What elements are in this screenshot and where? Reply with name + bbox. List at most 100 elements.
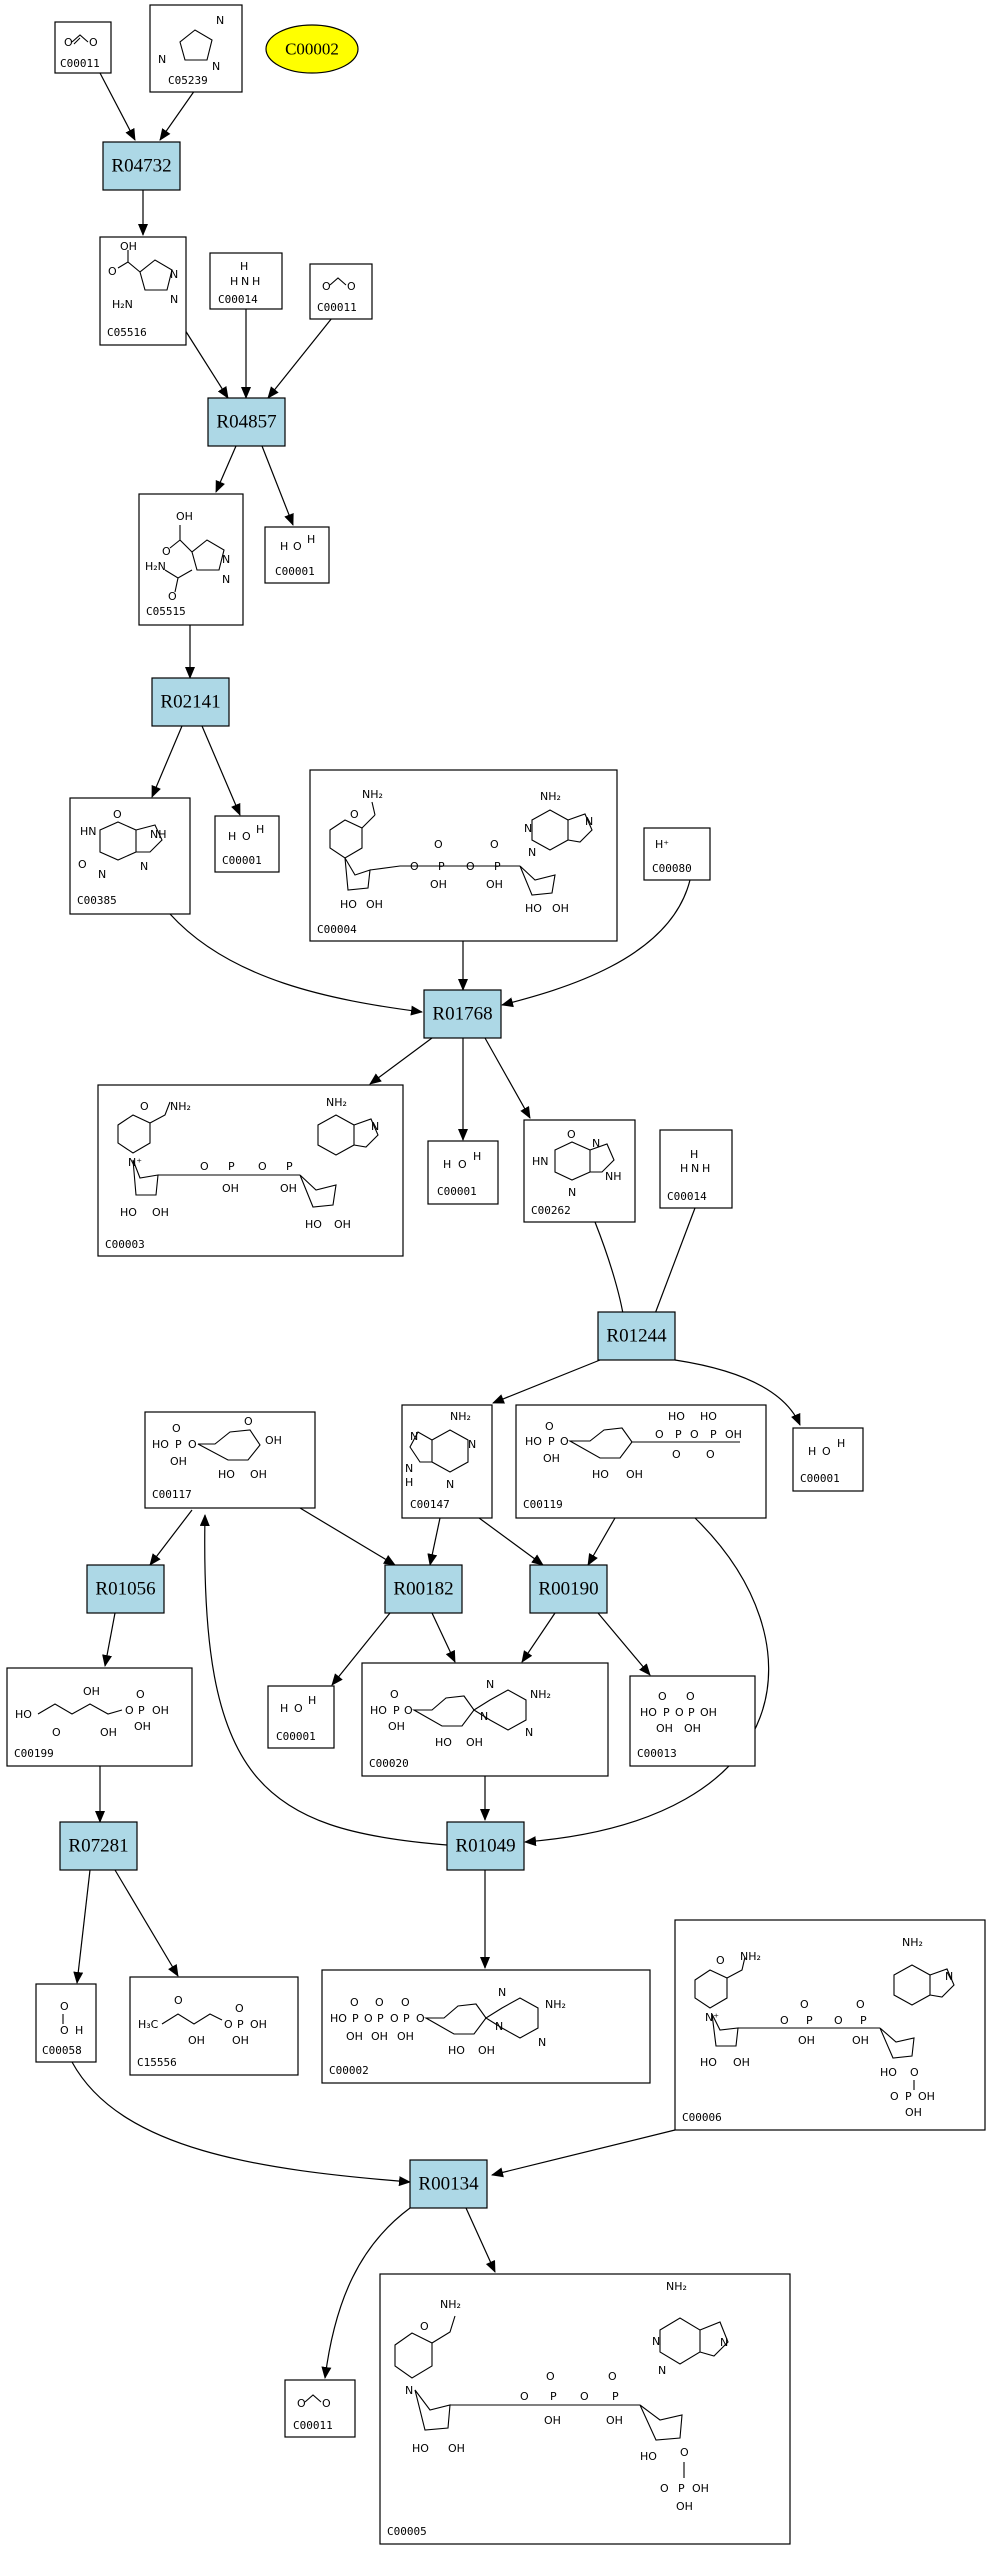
svg-text:H: H (240, 260, 248, 273)
reaction-r00134[interactable]: R00134 (409, 2159, 488, 2209)
compound-label: C00001 (800, 1472, 840, 1485)
compound-label: C00011 (60, 57, 100, 70)
reaction-r00182[interactable]: R00182 (384, 1564, 463, 1614)
compound-c00262[interactable]: OHN NNH N C00262 (523, 1119, 636, 1223)
svg-text:O: O (416, 2012, 425, 2025)
compound-c05239[interactable]: NNN C05239 (149, 4, 243, 93)
edge-r00134-c00005 (465, 2207, 496, 2273)
svg-text:H⁺: H⁺ (655, 838, 669, 851)
edge-r01244-c00147 (492, 1359, 601, 1404)
svg-text:N: N (592, 1137, 600, 1150)
svg-text:OH: OH (852, 2034, 869, 2047)
svg-text:O: O (560, 1435, 569, 1448)
svg-text:O: O (60, 2024, 69, 2037)
svg-text:OH: OH (265, 1434, 282, 1447)
svg-text:N: N (652, 2335, 660, 2348)
svg-text:H₃C: H₃C (138, 2018, 159, 2031)
svg-text:H: H (230, 275, 238, 288)
compound-c00385[interactable]: OHN ON NHN C00385 (69, 797, 191, 915)
svg-text:P: P (286, 1160, 293, 1173)
svg-text:O: O (686, 1690, 695, 1703)
svg-text:P: P (438, 860, 445, 873)
reaction-r01049[interactable]: R01049 (446, 1821, 525, 1871)
reaction-r01244[interactable]: R01244 (597, 1311, 676, 1361)
edge-c00262-r01244 (594, 1221, 629, 1328)
svg-text:OH: OH (280, 1182, 297, 1195)
svg-text:O: O (434, 838, 443, 851)
svg-text:OH: OH (700, 1706, 717, 1719)
svg-text:O: O (834, 2014, 843, 2027)
svg-text:O: O (140, 1100, 149, 1113)
reaction-r07281[interactable]: R07281 (59, 1821, 138, 1871)
svg-text:O: O (680, 2446, 689, 2459)
svg-text:H: H (75, 2024, 83, 2037)
svg-text:N: N (212, 60, 220, 73)
svg-text:OH: OH (250, 2018, 267, 2031)
svg-text:O: O (258, 1160, 267, 1173)
svg-text:H: H (405, 1476, 413, 1489)
svg-text:N: N (222, 573, 230, 586)
svg-text:HO: HO (152, 1438, 169, 1451)
compound-c00080[interactable]: H⁺ C00080 (643, 827, 711, 881)
reaction-r04857[interactable]: R04857 (207, 397, 286, 447)
svg-text:OH: OH (733, 2056, 750, 2069)
reaction-r04732[interactable]: R04732 (102, 141, 181, 191)
reaction-r01768[interactable]: R01768 (423, 989, 502, 1039)
svg-text:O: O (52, 1726, 61, 1739)
svg-text:OH: OH (222, 1182, 239, 1195)
highlight-compound[interactable]: C00002 (265, 24, 359, 74)
compound-label: C05239 (168, 74, 208, 87)
svg-text:H: H (307, 533, 315, 546)
svg-text:OH: OH (232, 2034, 249, 2047)
svg-text:OH: OH (366, 898, 383, 911)
edge-r00134-c00011 (321, 2207, 411, 2379)
svg-text:OH: OH (684, 1722, 701, 1735)
svg-text:H: H (837, 1437, 845, 1450)
reaction-r01056[interactable]: R01056 (86, 1564, 165, 1614)
svg-text:O: O (580, 2390, 589, 2403)
compound-label: C00014 (667, 1190, 707, 1203)
svg-text:N⁺: N⁺ (128, 1156, 142, 1169)
svg-text:O: O (125, 1704, 134, 1717)
reaction-r02141[interactable]: R02141 (151, 677, 230, 727)
svg-text:HO: HO (435, 1736, 452, 1749)
svg-text:HO: HO (640, 1706, 657, 1719)
svg-text:H: H (702, 1162, 710, 1175)
edge-c00006-r00134 (491, 2129, 676, 2178)
svg-text:N: N (468, 1438, 476, 1451)
edge-r01768-c00003 (369, 1037, 433, 1085)
svg-text:HO: HO (700, 2056, 717, 2069)
edge-r01049-c00117 (199, 1514, 448, 1846)
reaction-r00190[interactable]: R00190 (529, 1564, 608, 1614)
compound-label: C00014 (218, 293, 258, 306)
svg-text:OH: OH (486, 878, 503, 891)
